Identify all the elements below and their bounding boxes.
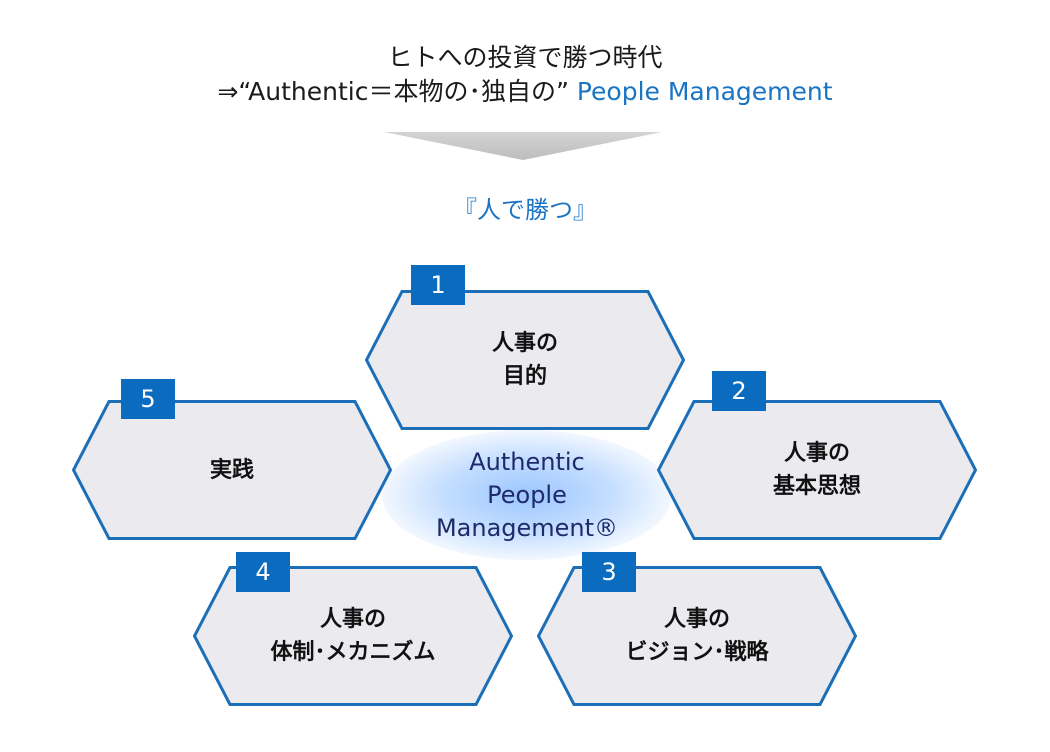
hexagon-1: 人事の 目的 [364, 290, 686, 430]
header-line-2-prefix: ⇒“Authentic＝本物の･独自の” [217, 77, 577, 106]
badge-5: 5 [121, 379, 175, 419]
hexagon-1-shape [364, 290, 686, 430]
hexagon-1-line-2: 目的 [502, 364, 547, 389]
hexagon-5-shape [71, 400, 393, 540]
hexagon-2-label: 人事の 基本思想 [657, 400, 977, 540]
center-title-line-2: People [487, 481, 567, 509]
center-glow [382, 430, 672, 560]
header-line-2-accent: People Management [576, 77, 833, 106]
center-title-line-3: Management® [435, 514, 619, 542]
hexagon-4-line-2: 体制･メカニズム [270, 640, 436, 665]
hexagon-3-label: 人事の ビジョン･戦略 [537, 566, 857, 706]
badge-1: 1 [411, 265, 465, 305]
hexagon-4-line-1: 人事の [319, 607, 386, 632]
hexagon-1-line-1: 人事の [491, 331, 558, 356]
hexagon-2: 人事の 基本思想 [656, 400, 978, 540]
subtitle: 『人で勝つ』 [453, 196, 597, 224]
badge-4: 4 [236, 552, 290, 592]
down-arrow-icon [384, 132, 662, 160]
hexagon-3-shape [536, 566, 858, 706]
hexagon-2-line-2: 基本思想 [772, 474, 861, 499]
header-line-2: ⇒“Authentic＝本物の･独自の” People Management [0, 72, 1050, 108]
header-line-1: ヒトへの投資で勝つ時代 [387, 43, 663, 72]
hexagon-4-label: 人事の 体制･メカニズム [193, 566, 513, 706]
hexagon-5-label: 実践 [72, 400, 392, 540]
hexagon-4-shape [192, 566, 514, 706]
hexagon-2-line-1: 人事の [783, 441, 850, 466]
badge-3: 3 [582, 552, 636, 592]
hexagon-5-line-1: 実践 [209, 457, 254, 483]
hexagon-3: 人事の ビジョン･戦略 [536, 566, 858, 706]
hexagon-1-label: 人事の 目的 [365, 290, 685, 430]
center-title-line-1: Authentic [469, 448, 585, 476]
center-title: Authentic People Management® [382, 446, 672, 545]
hexagon-3-line-2: ビジョン･戦略 [625, 640, 769, 665]
hexagon-2-shape [656, 400, 978, 540]
badge-2: 2 [712, 371, 766, 411]
hexagon-5: 実践 [71, 400, 393, 540]
hexagon-3-line-1: 人事の [663, 607, 730, 632]
hexagon-4: 人事の 体制･メカニズム [192, 566, 514, 706]
